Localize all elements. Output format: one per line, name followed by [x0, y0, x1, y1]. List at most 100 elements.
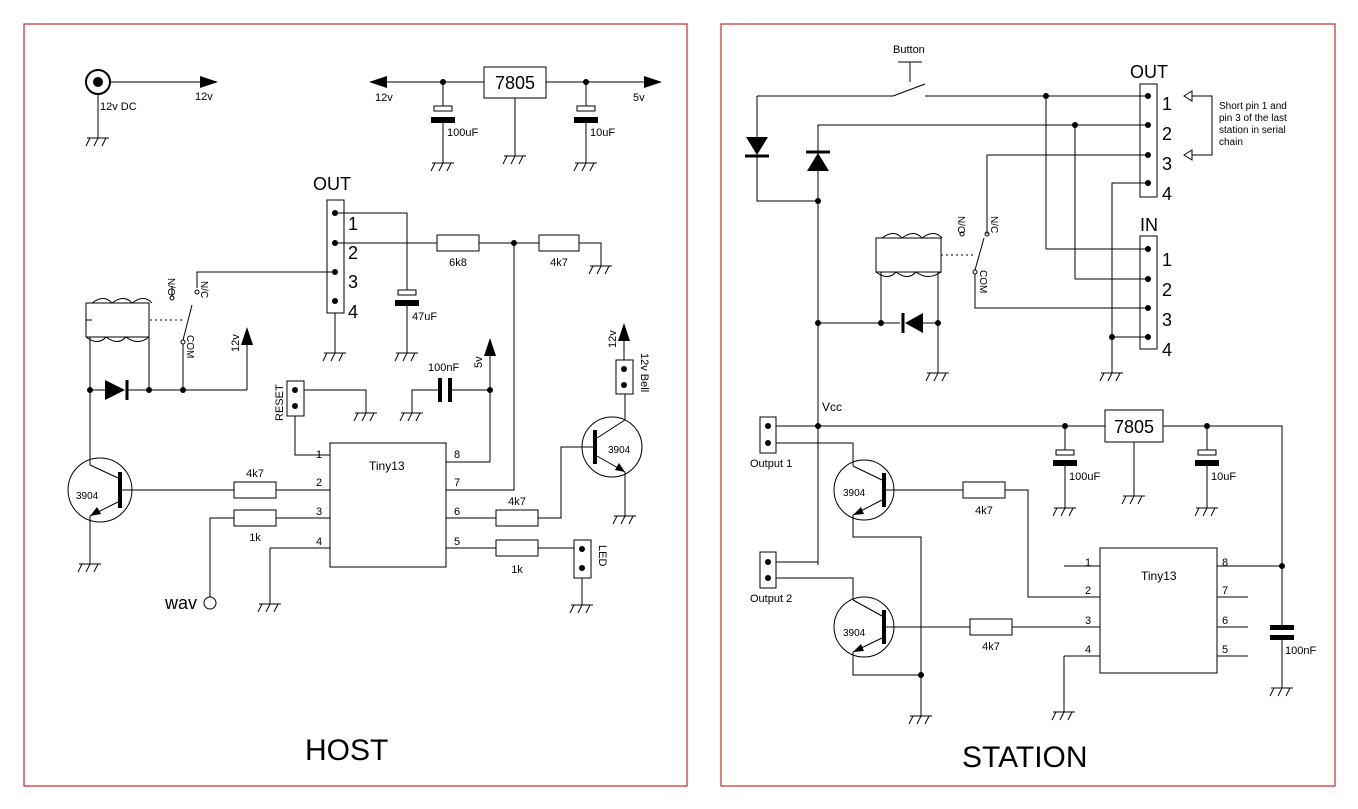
host-q-left-label: 3904 — [76, 491, 99, 502]
cap-47-label: 47uF — [412, 311, 437, 323]
station-frame — [720, 23, 1336, 787]
station-mcu-pin-2: 2 — [1085, 585, 1091, 597]
dc-out-label: 12v — [195, 91, 213, 103]
host-regulator-label: 7805 — [495, 73, 535, 93]
host-q-right: 3904 12v Bell 12v — [581, 323, 650, 525]
station-cap-out-label: 10uF — [1211, 471, 1236, 483]
reg-out-label: 5v — [633, 92, 645, 104]
note-line-2: pin 3 of the last — [1219, 113, 1287, 124]
note-line-4: chain — [1219, 137, 1243, 148]
host-mcu-pin-2: 2 — [316, 477, 322, 489]
station-regulator-label: 7805 — [1114, 417, 1154, 437]
note-line-3: station in serial — [1219, 125, 1286, 136]
station-q1: 3904 4k7 — [833, 459, 1100, 708]
led-label: LED — [596, 545, 608, 566]
station-out-pin-2: 2 — [1162, 124, 1172, 144]
station-in-title: IN — [1140, 215, 1158, 235]
host-q-left: 3904 — [67, 457, 234, 573]
r-1k-pin3-label: 1k — [249, 532, 261, 544]
button-label: Button — [893, 44, 925, 56]
r-4k7-top-label: 4k7 — [550, 257, 568, 269]
bell-12v-label: 12v — [607, 330, 619, 348]
station-relay-no: N/O — [955, 216, 966, 234]
host-out-title: OUT — [313, 174, 351, 194]
host-out-header: OUT 1 2 3 4 47uF 6k8 4k7 — [196, 174, 613, 491]
station-button: Button — [745, 44, 1148, 202]
r-6k8-label: 6k8 — [449, 257, 467, 269]
station-mcu-pin-1: 1 — [1085, 557, 1091, 569]
host-mcu-pin-8: 8 — [454, 449, 460, 461]
host-decoupling: 100nF 5v — [399, 338, 496, 463]
host-relay: N/O N/C COM 12v — [85, 278, 253, 465]
station-q2: 3904 4k7 — [833, 596, 1100, 725]
station-in-pin-2: 2 — [1162, 280, 1172, 300]
station-title: STATION — [962, 741, 1088, 774]
station-mcu-pin-7: 7 — [1222, 585, 1228, 597]
host-regulator: 7805 12v 5v 100uF 10uF — [369, 66, 662, 172]
bell-label: 12v Bell — [638, 353, 650, 392]
host-mcu-pin-4: 4 — [316, 536, 322, 548]
host-out-pin-4: 4 — [348, 302, 358, 322]
station-mcu-label: Tiny13 — [1141, 569, 1177, 583]
reg-in-label: 12v — [375, 92, 393, 104]
station-mcu-pin-4: 4 — [1085, 644, 1091, 656]
station-mcu-pin-6: 6 — [1222, 615, 1228, 627]
host-mcu-label: Tiny13 — [369, 459, 405, 473]
r-1k-pin5-label: 1k — [511, 564, 523, 576]
vcc-label: Vcc — [822, 400, 842, 414]
station-relay-nc: N/C — [988, 216, 999, 233]
host-led-header: LED — [569, 539, 608, 614]
host-relay-12v: 12v — [230, 334, 242, 352]
q1-label: 3904 — [843, 488, 866, 499]
r-q1-label: 4k7 — [975, 505, 993, 517]
host-mcu-pin-3: 3 — [316, 506, 322, 518]
note-line-1: Short pin 1 and — [1219, 101, 1287, 112]
station-mcu: Tiny13 1 2 3 4 8 7 6 5 100nF — [1051, 547, 1316, 721]
reset-label: RESET — [274, 384, 286, 421]
r-4k7-pin2-label: 4k7 — [246, 468, 264, 480]
host-out-pin-2: 2 — [348, 243, 358, 263]
host-out-pin-1: 1 — [348, 214, 358, 234]
host-relay-nc: N/C — [198, 281, 209, 298]
station-out-pin-1: 1 — [1162, 94, 1172, 114]
host-relay-no: N/O — [165, 278, 176, 296]
station-cap-100n-label: 100nF — [1285, 645, 1316, 657]
station-out-pin-4: 4 — [1162, 184, 1172, 204]
cap-in-label: 100uF — [447, 127, 478, 139]
host-title: HOST — [305, 734, 388, 767]
host-mcu-pin-6: 6 — [454, 506, 460, 518]
host-section: 12v DC 12v 7805 12v 5v 100uF — [67, 66, 662, 767]
station-section: Button OUT 1 2 3 4 — [745, 44, 1316, 774]
station-in-header: IN 1 2 3 4 — [974, 215, 1172, 382]
station-out-header: OUT 1 2 3 4 Short pin 1 and pin 3 of the… — [1130, 62, 1287, 204]
host-reset-header: RESET — [274, 380, 378, 456]
host-mcu-pin-7: 7 — [454, 477, 460, 489]
station-power: Vcc 7805 100uF 10uF — [776, 400, 1283, 625]
station-out-pin-3: 3 — [1162, 154, 1172, 174]
host-frame — [23, 23, 688, 787]
station-relay-com: COM — [977, 270, 988, 293]
station-output2: Output 2 — [750, 551, 854, 605]
station-in-pin-1: 1 — [1162, 250, 1172, 270]
output2-label: Output 2 — [750, 593, 792, 605]
output1-label: Output 1 — [750, 458, 792, 470]
station-in-pin-3: 3 — [1162, 310, 1172, 330]
station-relay: N/O N/C COM — [818, 216, 999, 382]
host-q-right-label: 3904 — [608, 445, 631, 456]
dc-jack: 12v DC 12v — [85, 69, 218, 147]
station-mcu-pin-8: 8 — [1222, 557, 1228, 569]
host-mcu: Tiny13 1 2 3 4 8 7 6 5 4k7 1k wav — [164, 442, 593, 613]
station-cap-in-label: 100uF — [1069, 471, 1100, 483]
station-out-title: OUT — [1130, 62, 1168, 82]
station-output1: Output 1 — [750, 416, 854, 470]
wav-label: wav — [164, 593, 197, 613]
r-4k7-pin6-label: 4k7 — [508, 496, 526, 508]
host-5v-label: 5v — [473, 356, 485, 368]
host-mcu-pin-5: 5 — [454, 536, 460, 548]
station-in-pin-4: 4 — [1162, 340, 1172, 360]
q2-label: 3904 — [843, 628, 866, 639]
cap-out-label: 10uF — [590, 127, 615, 139]
host-relay-com: COM — [184, 335, 195, 358]
dc-jack-label: 12v DC — [100, 101, 137, 113]
